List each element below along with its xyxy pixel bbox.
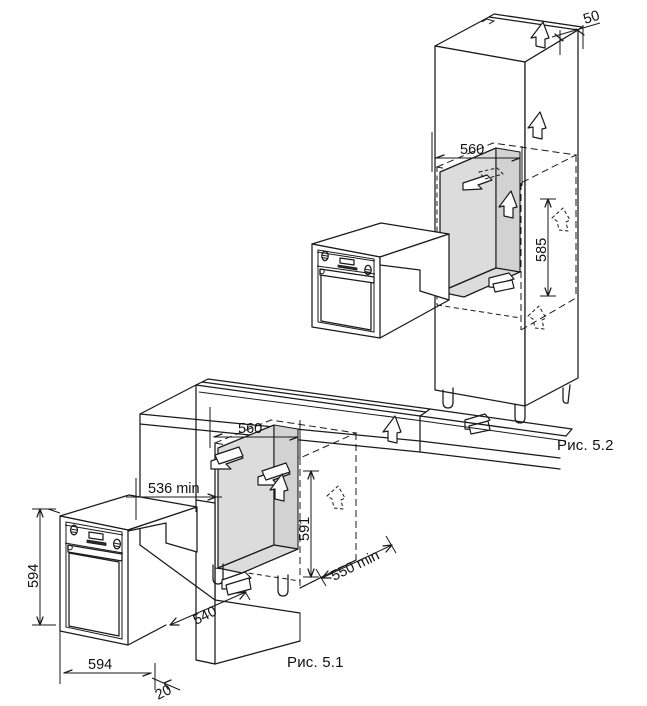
oven-display-panel [86, 531, 107, 546]
dim-550-min-label: 550 min [329, 548, 382, 585]
control-knob-right [364, 264, 372, 276]
control-knob-right [112, 538, 122, 550]
dim-594-height-label: 594 [26, 564, 42, 588]
fig-52-group: 50 560 585 [311, 8, 602, 435]
oven-door-handle [319, 268, 375, 284]
fig51-niche-shaded [217, 424, 299, 574]
airflow-side-arrow-icon [221, 571, 252, 596]
dim-50-label: 50 [581, 8, 601, 28]
fig51-floor-lines [139, 544, 357, 665]
control-knob-left [69, 524, 79, 536]
oven-door-handle [67, 544, 123, 562]
fig52-oven-unit [311, 222, 450, 339]
dim-560-lower-label: 560 [238, 421, 262, 437]
fig-51-group: 560 536 min 591 550 min [26, 378, 573, 704]
dim-560-lower: 560 [209, 407, 301, 462]
airflow-up-arrow-icon [530, 21, 550, 49]
dim-20: 20 [151, 677, 181, 704]
dim-591-label: 591 [297, 517, 313, 541]
dim-594-width: 594 [59, 631, 156, 690]
airflow-hidden-arrow-icon [527, 305, 547, 330]
airflow-up-arrow-icon [269, 473, 289, 502]
figure-caption-51: Рис. 5.1 [287, 654, 344, 671]
dim-594-height: 594 [26, 508, 61, 626]
airflow-hidden-arrow-icon [326, 485, 346, 510]
dim-560-upper: 560 [431, 132, 523, 186]
figure-caption-52: Рис. 5.2 [557, 437, 614, 454]
dim-536-min-label: 536 min [148, 481, 200, 497]
dim-560-upper-label: 560 [460, 142, 484, 158]
dim-50: 50 [551, 8, 602, 55]
dim-585-label: 585 [534, 238, 550, 262]
airflow-up-arrow-icon [527, 111, 547, 140]
dim-594-width-label: 594 [88, 657, 112, 673]
airflow-hidden-arrow-icon [551, 207, 571, 232]
fig51-oven-unit [59, 494, 198, 646]
airflow-side-arrow-icon [488, 272, 515, 293]
fig52-cabinet-feet [442, 384, 571, 424]
dim-20-label: 20 [153, 682, 175, 703]
dim-591: 591 [297, 470, 319, 578]
dim-536-min: 536 min [126, 472, 222, 520]
dim-585: 585 [534, 198, 556, 297]
airflow-up-arrow-icon [498, 190, 518, 219]
control-knob-left [321, 250, 329, 262]
airflow-side-arrow-icon [257, 462, 291, 486]
airflow-side-arrow-icon [210, 446, 244, 470]
fig51-airflow-arrows [210, 415, 402, 596]
airflow-up-arrow-icon [382, 415, 402, 444]
fig51-counter-extension [419, 408, 573, 470]
oven-display-panel [337, 257, 358, 271]
airflow-side-arrow-icon [462, 167, 504, 191]
